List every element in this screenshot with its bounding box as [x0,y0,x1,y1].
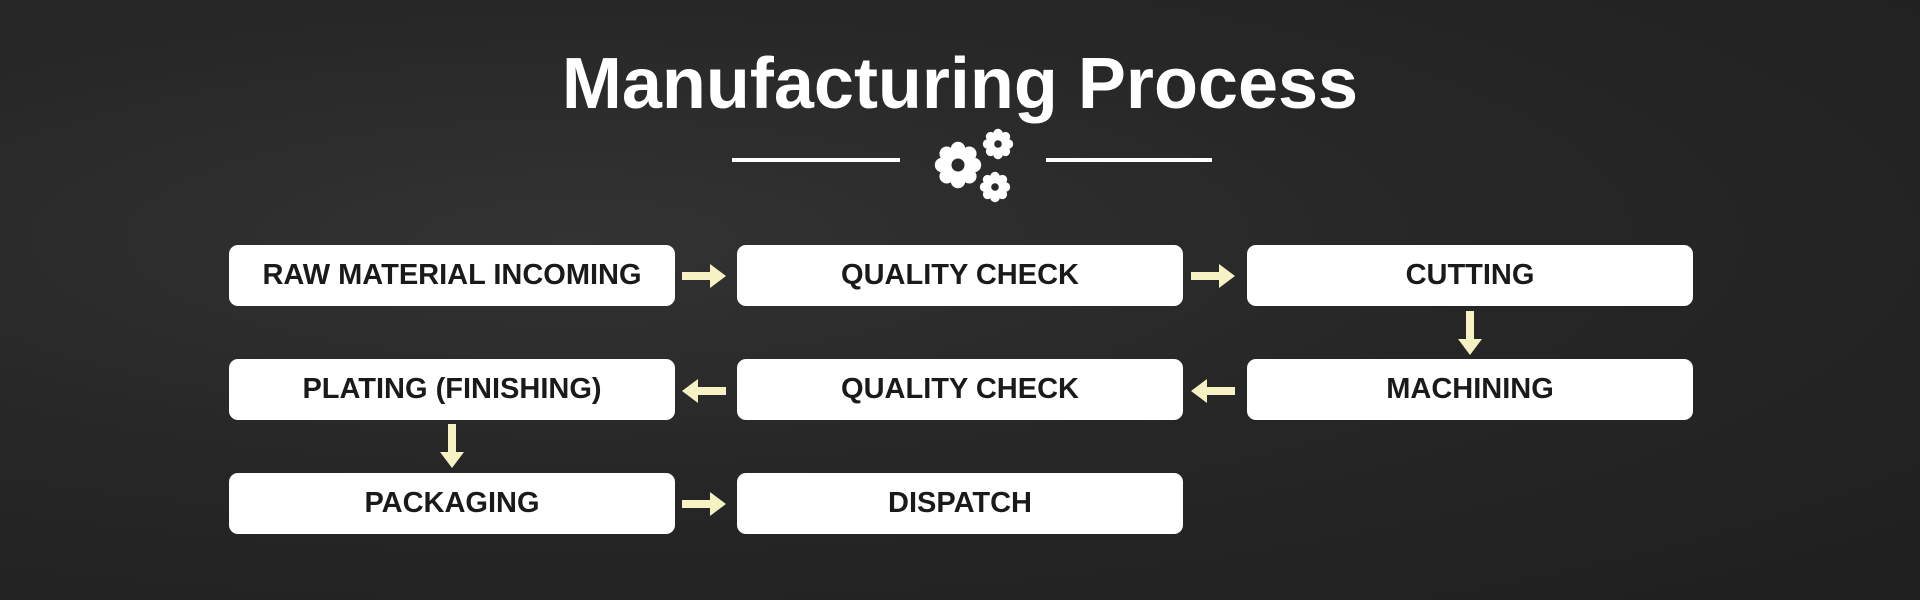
arrow-down-icon [1458,311,1482,355]
step-label: RAW MATERIAL INCOMING [262,259,642,291]
arrow-left-icon [682,379,726,403]
arrow-right-icon [1191,264,1235,288]
step-packaging: PACKAGING [229,473,675,534]
step-label: DISPATCH [888,487,1032,519]
arrow-left-icon [1191,379,1235,403]
step-machining: MACHINING [1247,359,1693,420]
step-label: MACHINING [1386,373,1554,405]
page-title: Manufacturing Process [561,44,1359,124]
step-quality-check-1: QUALITY CHECK [737,245,1183,306]
step-label: PLATING (FINISHING) [302,373,602,405]
step-quality-check-2: QUALITY CHECK [737,359,1183,420]
step-label: PACKAGING [364,487,540,519]
step-raw-material-incoming: RAW MATERIAL INCOMING [229,245,675,306]
arrow-down-icon [440,424,464,468]
step-plating-finishing: PLATING (FINISHING) [229,359,675,420]
step-dispatch: DISPATCH [737,473,1183,534]
arrow-right-icon [682,492,726,516]
step-label: QUALITY CHECK [841,373,1079,405]
gears-icon [934,128,1014,203]
arrow-right-icon [682,264,726,288]
divider-right [1046,158,1212,162]
step-label: CUTTING [1405,259,1535,291]
step-cutting: CUTTING [1247,245,1693,306]
step-label: QUALITY CHECK [841,259,1079,291]
divider-left [732,158,900,162]
